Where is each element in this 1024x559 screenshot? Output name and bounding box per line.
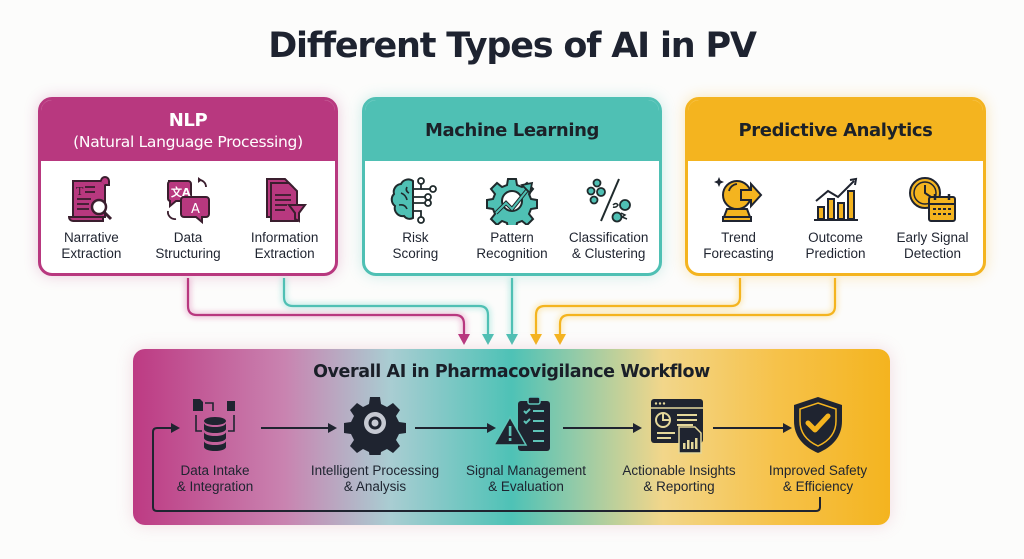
workflow-panel: Overall AI in Pharmacovigilance Workflow	[133, 349, 890, 525]
arrow-head-ml-1	[482, 334, 494, 345]
clock-calendar-icon	[908, 177, 956, 222]
workflow-arrows	[152, 423, 821, 512]
arrow-head-ml-2	[506, 334, 518, 345]
dashboard-report-icon	[651, 399, 703, 454]
arrow-head-nlp	[458, 334, 470, 345]
clusters-icon	[586, 178, 631, 223]
gear-search-icon	[344, 397, 406, 455]
svg-text:T: T	[76, 185, 84, 198]
workflow-step-data-intake: Data Intake& Integration	[130, 395, 300, 495]
card-header: Predictive Analytics	[688, 100, 983, 161]
workflow-step-intelligent-processing: Intelligent Processing& Analysis	[290, 395, 460, 495]
workflow-step-signal-management: Signal Management& Evaluation	[441, 395, 611, 495]
crystal-ball-icon	[713, 177, 762, 222]
card-title: Machine Learning	[425, 120, 599, 141]
document-filter-icon	[265, 178, 307, 223]
database-icon	[193, 399, 235, 451]
card-header: NLP (Natural Language Processing)	[41, 100, 335, 161]
card-title: Predictive Analytics	[738, 120, 933, 141]
brain-circuit-icon	[391, 177, 438, 224]
translate-icon: 文A A	[166, 177, 210, 225]
page-title: Different Types of AI in PV	[268, 26, 757, 66]
category-card-nlp: NLP (Natural Language Processing) T Narr…	[38, 97, 338, 276]
card-title: NLP	[168, 110, 208, 131]
document-search-icon: T	[68, 176, 113, 222]
svg-text:A: A	[191, 202, 200, 217]
gear-trend-icon	[485, 178, 538, 225]
card-subtitle: (Natural Language Processing)	[73, 133, 303, 151]
workflow-step-improved-safety: Improved Safety& Efficiency	[733, 395, 903, 495]
card-header: Machine Learning	[365, 100, 659, 161]
arrow-head-pa-1	[530, 334, 542, 345]
item-classification-clustering: Classification& Clustering	[561, 175, 657, 262]
workflow-title: Overall AI in Pharmacovigilance Workflow	[313, 362, 710, 382]
shield-check-icon	[794, 397, 842, 453]
workflow-step-actionable-insights: Actionable Insights& Reporting	[594, 395, 764, 495]
bar-chart-trend-icon	[813, 177, 858, 221]
arrow-head-pa-2	[554, 334, 566, 345]
warning-clipboard-icon	[494, 396, 550, 451]
svg-text:文A: 文A	[171, 185, 191, 199]
